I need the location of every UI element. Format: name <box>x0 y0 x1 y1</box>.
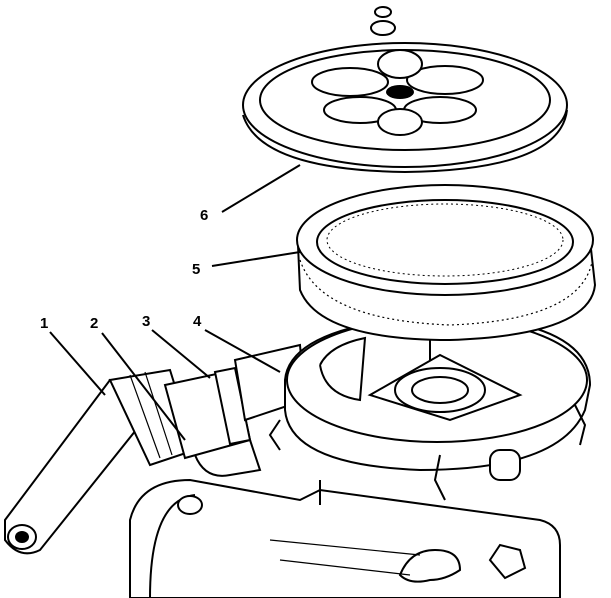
leader-lines <box>49 164 301 441</box>
wing-nut <box>370 6 396 36</box>
label-6: 6 <box>200 207 208 224</box>
label-4: 4 <box>193 313 202 330</box>
label-5: 5 <box>192 261 200 278</box>
filter-housing-base <box>268 313 592 501</box>
label-3: 3 <box>142 313 150 330</box>
filter-element <box>296 184 597 342</box>
label-2: 2 <box>90 315 98 332</box>
filter-cover <box>242 42 568 174</box>
engine-block <box>129 478 561 598</box>
hose-clamp <box>163 343 307 477</box>
label-1: 1 <box>40 315 48 332</box>
